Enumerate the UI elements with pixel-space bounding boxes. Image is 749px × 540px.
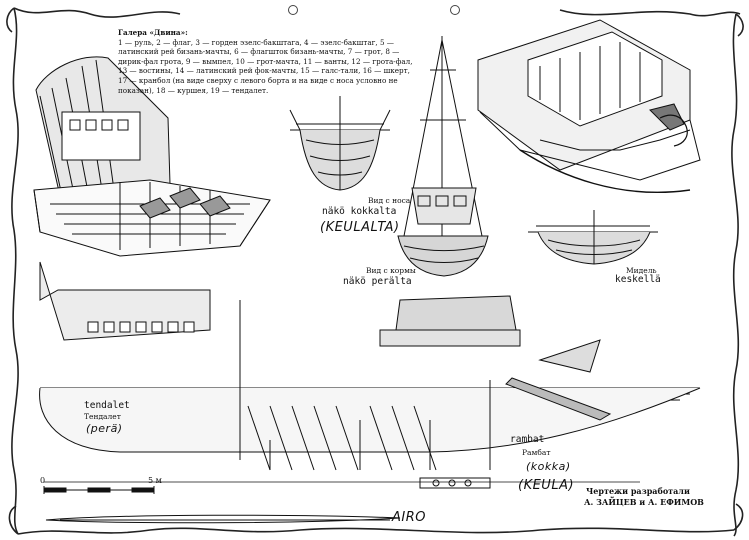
legend-title: Галера «Двина»: [118,28,188,37]
bow-view-handwritten: (KEULALTA) [320,220,400,235]
midship-label-ru: Мидель [626,266,657,275]
punch-hole [450,5,460,15]
keula-handwritten: (KEULA) [518,478,575,493]
tendalet-label-fi: tendalet [84,400,130,411]
bow-perspective-drawing [477,19,701,193]
bow-view-label-fi: näkö kokkalta [322,206,397,217]
tendalet-label-ru: Тендалет [84,412,121,421]
credit-line-1: Чертежи разработали [586,486,690,496]
kokka-handwritten: (kokka) [526,460,571,473]
airo-handwritten: AIRO [392,510,426,525]
rambat-label-ru: Рамбат [522,448,551,457]
rambat-label-fi: rambat [510,434,545,445]
stern-view-drawing [397,36,489,277]
bow-view-label-ru: Вид с носа [368,196,411,205]
scale-five-label: 5 м [148,476,162,485]
legend-text: 1 — руль, 2 — флаг, 3 — горден эзелс-бак… [118,37,413,95]
plan-view-strip [45,514,401,524]
decorative-border [6,7,744,537]
legend-block: Галера «Двина»: 1 — руль, 2 — флаг, 3 — … [118,28,418,95]
stern-view-label-fi: näkö perälta [343,276,412,287]
punch-hole [288,5,298,15]
midship-label-fi: keskellä [615,274,661,285]
stern-view-label-ru: Вид с кормы [366,266,416,275]
scale-zero-label: 0 [40,476,46,485]
midship-section-drawing [528,210,658,265]
scale-bar [43,486,155,494]
bow-section-drawing [289,96,391,191]
stern-perspective-drawing [33,56,271,257]
credit-line-2: А. ЗАЙЦЕВ и А. ЕФИМОВ [584,497,704,507]
side-elevation-drawing [39,261,701,489]
pera-handwritten: (perä) [86,422,123,435]
